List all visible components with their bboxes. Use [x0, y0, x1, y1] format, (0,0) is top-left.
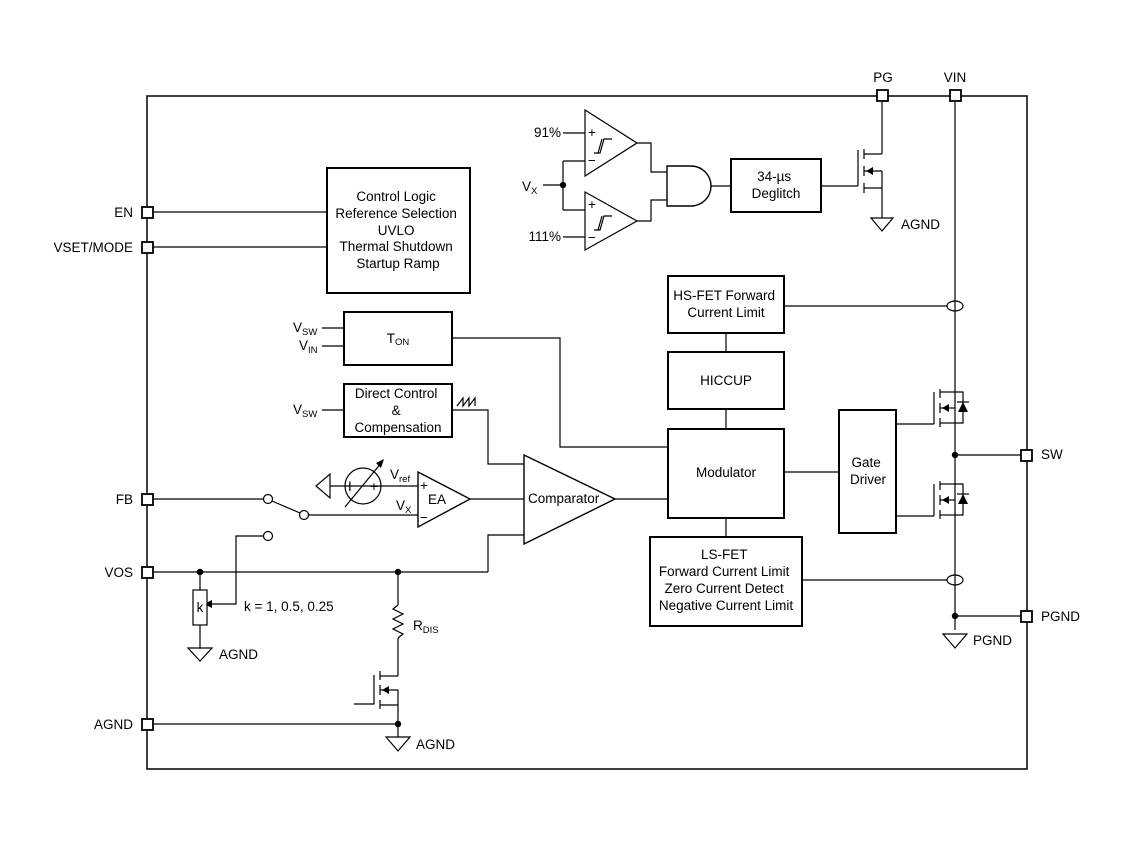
modulator-block [667, 428, 785, 519]
label-vin-ton: VIN [299, 338, 318, 356]
ea-minus: − [420, 510, 428, 525]
device-outline [146, 95, 1028, 770]
ramp-icon [456, 396, 476, 408]
control-logic-line-2: Reference Selection [335, 206, 457, 221]
deglitch-text: 34-µs Deglitch [752, 169, 801, 201]
label-91-percent: 91% [534, 125, 561, 140]
ls-fet-icon [933, 481, 969, 519]
pin-label-pg: PG [873, 70, 893, 85]
ea-text: EA [428, 492, 446, 507]
direct-control-text: Direct Control & Compensation [354, 386, 441, 435]
modulator-text: Modulator [696, 465, 757, 480]
and-gate [666, 165, 712, 207]
pin-label-agnd: AGND [94, 717, 133, 732]
reference-plus: + [370, 479, 378, 494]
pg-comp-lower-minus: − [588, 230, 596, 245]
pin-label-vset-mode: VSET/MODE [53, 240, 133, 255]
label-vx-ea: VX [396, 498, 412, 516]
pgnd-ground-icon [941, 633, 969, 649]
pin-pgnd [1020, 610, 1033, 623]
switch-contact-fb [262, 493, 274, 505]
pin-label-sw: SW [1041, 447, 1063, 462]
hs-fet-text: HS-FET Forward Current Limit [673, 288, 779, 320]
hiccup-block [667, 351, 785, 410]
pin-vin [949, 89, 962, 102]
ton-block [343, 311, 453, 366]
agnd-ground-icon-k [186, 647, 214, 662]
switch-pivot [298, 509, 310, 521]
hysteresis-icon-upper [594, 138, 612, 154]
pin-label-en: EN [114, 205, 133, 220]
label-111-percent: 111% [528, 229, 561, 244]
agnd-label-k: AGND [219, 647, 258, 662]
control-logic-line-5: Startup Ramp [356, 256, 439, 271]
pg-comparator-lower [584, 190, 639, 252]
hiccup-text: HICCUP [700, 373, 752, 388]
selection-switch [271, 500, 301, 514]
label-vref: Vref [390, 467, 410, 485]
comparator-text: Comparator [528, 491, 600, 506]
hysteresis-icon-lower [594, 215, 612, 231]
rdis-label: RDIS [413, 618, 439, 636]
agnd-ground-icon-bottom [384, 736, 412, 752]
pg-comp-upper-plus: + [588, 125, 596, 140]
pin-label-fb: FB [116, 492, 133, 507]
deglitch-block [730, 158, 822, 213]
agnd-label-pg: AGND [901, 217, 940, 232]
pgnd-label-ground: PGND [973, 633, 1012, 648]
agnd-ground-icon-vref [315, 472, 331, 500]
control-logic-block [326, 167, 471, 294]
label-vsw-ton: VSW [293, 320, 317, 338]
pg-nmos-icon [857, 102, 883, 218]
current-source-label: I [348, 479, 352, 494]
pin-label-vin: VIN [944, 70, 967, 85]
gate-driver-block [838, 409, 897, 534]
ls-fet-block [649, 536, 803, 627]
reference-source-icon [344, 467, 382, 505]
gate-driver-text: Gate Driver [850, 455, 887, 487]
pin-agnd [141, 718, 154, 731]
control-logic-text: Control Logic Reference Selection UVLO T… [335, 189, 460, 271]
pg-comparator-upper [584, 108, 639, 178]
pin-label-pgnd: PGND [1041, 609, 1080, 624]
error-amplifier [417, 470, 472, 529]
ton-text: TON [387, 331, 410, 348]
label-vx-pg: VX [522, 179, 538, 197]
pin-label-vos: VOS [104, 565, 133, 580]
pg-comp-upper-minus: − [588, 153, 596, 168]
ls-fet-text: LS-FET Forward Current Limit Zero Curren… [659, 547, 794, 613]
pin-sw [1020, 449, 1033, 462]
control-logic-line-4: Thermal Shutdown [339, 239, 452, 254]
hs-fet-icon [933, 389, 969, 427]
pin-vset-mode [141, 241, 154, 254]
discharge-nmos-icon [354, 670, 399, 737]
switch-contact-vos [262, 530, 274, 542]
pin-en [141, 206, 154, 219]
pin-vos [141, 566, 154, 579]
ea-plus: + [420, 478, 428, 493]
rdis-resistor-icon [391, 604, 405, 639]
k-values-label: k = 1, 0.5, 0.25 [244, 599, 334, 614]
agnd-ground-icon-pg [869, 217, 895, 232]
label-vsw-dc: VSW [293, 402, 317, 420]
pin-pg [876, 89, 889, 102]
k-label: k [197, 600, 204, 615]
control-logic-line-3: UVLO [378, 223, 415, 238]
control-logic-line-1: Control Logic [356, 189, 436, 204]
agnd-label-bottom: AGND [416, 737, 455, 752]
pin-fb [141, 493, 154, 506]
pg-comp-lower-plus: + [588, 197, 596, 212]
